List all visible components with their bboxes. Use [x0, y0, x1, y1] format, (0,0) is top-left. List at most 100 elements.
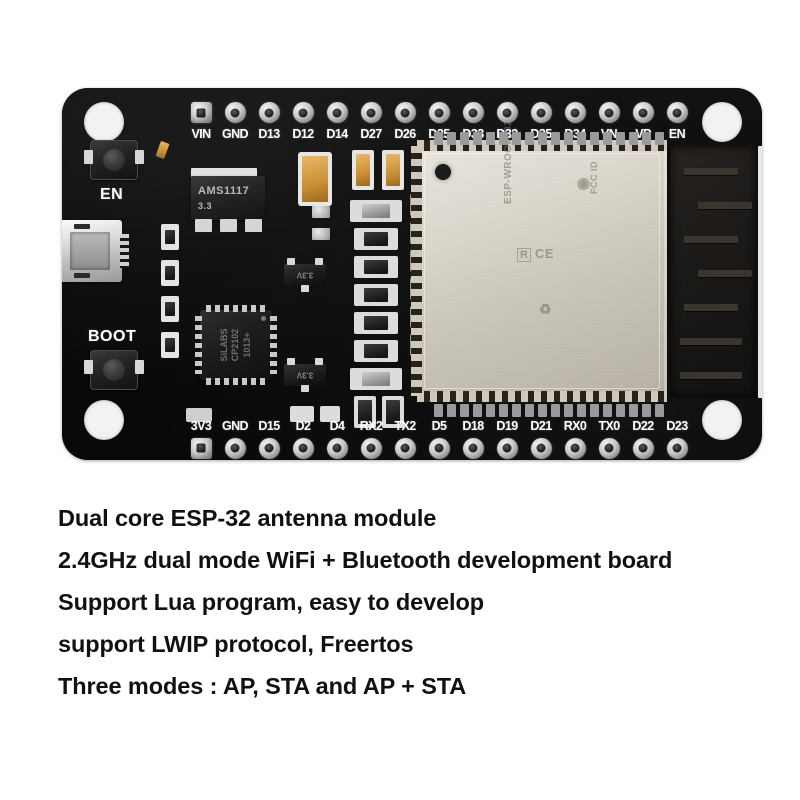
pin-d27[interactable]: D27: [354, 102, 388, 141]
pin-en[interactable]: EN: [660, 102, 694, 141]
bottom-cap-pad-3: [186, 408, 212, 422]
pin-label: RX0: [563, 419, 587, 433]
pin-d14[interactable]: D14: [320, 102, 354, 141]
pin-tx0[interactable]: TX0: [592, 420, 626, 459]
pin-gnd-bottom[interactable]: GND: [218, 420, 252, 459]
pad-icon[interactable]: [666, 102, 688, 123]
pad-icon[interactable]: [530, 437, 552, 459]
status-led: [312, 228, 330, 240]
module-castellations-top: [417, 140, 667, 151]
pad-icon[interactable]: [326, 102, 348, 123]
pad-icon[interactable]: [326, 437, 348, 459]
pad-icon[interactable]: [530, 102, 552, 123]
pad-icon[interactable]: [428, 102, 450, 123]
resistor-5: [364, 316, 388, 330]
pad-icon[interactable]: [292, 102, 314, 123]
description-line-2: 2.4GHz dual mode WiFi + Bluetooth develo…: [58, 547, 673, 573]
pin-label: D13: [258, 127, 280, 141]
pad-icon[interactable]: [360, 437, 382, 459]
solder-pad: [603, 132, 612, 145]
bottom-pin-header[interactable]: 3V3 GND D15 D2 D4 RX2 TX2 D5 D18 D19 D21…: [184, 420, 694, 459]
pin-vin[interactable]: VIN: [184, 102, 218, 141]
left-component-4: [165, 338, 175, 352]
pad-icon[interactable]: [190, 437, 212, 459]
vendor-logo-icon: ◉: [577, 175, 591, 192]
pin-d23[interactable]: D23: [660, 420, 694, 459]
pad-icon[interactable]: [258, 102, 280, 123]
pad-icon[interactable]: [462, 437, 484, 459]
pad-icon[interactable]: [394, 437, 416, 459]
regulator-pin-1: [195, 219, 212, 232]
solder-pad: [486, 132, 495, 145]
pin-d22[interactable]: D22: [626, 420, 660, 459]
pin-label: D14: [326, 127, 348, 141]
pad-icon[interactable]: [632, 437, 654, 459]
solder-pad: [538, 132, 547, 145]
pin-d12[interactable]: D12: [286, 102, 320, 141]
solder-pad: [564, 404, 573, 417]
pin-d4[interactable]: D4: [320, 420, 354, 459]
pin-label: TX2: [394, 419, 416, 433]
solder-pad: [577, 132, 586, 145]
description-line-5: Three modes : AP, STA and AP + STA: [58, 673, 467, 699]
pad-icon[interactable]: [360, 102, 382, 123]
pad-icon[interactable]: [292, 437, 314, 459]
solder-pad: [499, 132, 508, 145]
pad-icon[interactable]: [462, 102, 484, 123]
pad-icon[interactable]: [564, 102, 586, 123]
micro-usb-connector[interactable]: [62, 220, 122, 282]
solder-pad: [551, 404, 560, 417]
qfn-pins-left: [195, 316, 202, 374]
usb-solder-pins: [120, 234, 129, 268]
pad-icon[interactable]: [666, 437, 688, 459]
capacitor-c: [358, 400, 372, 424]
left-component-3: [165, 302, 175, 316]
pin-label: D26: [394, 127, 416, 141]
pin-d19[interactable]: D19: [490, 420, 524, 459]
pad-icon[interactable]: [564, 437, 586, 459]
pad-icon[interactable]: [224, 437, 246, 459]
pin-d18[interactable]: D18: [456, 420, 490, 459]
module-solder-pads-top: [434, 132, 664, 145]
pin-3v3[interactable]: 3V3: [184, 420, 218, 459]
pad-icon[interactable]: [258, 437, 280, 459]
pin-d21[interactable]: D21: [524, 420, 558, 459]
description-line-1: Dual core ESP-32 antenna module: [58, 505, 437, 531]
pin-rx0[interactable]: RX0: [558, 420, 592, 459]
resistor-3: [364, 260, 388, 274]
top-pin-header[interactable]: VIN GND D13 D12 D14 D27 D26 D25 D33 D32 …: [184, 102, 694, 141]
pin-d26[interactable]: D26: [388, 102, 422, 141]
pin-d5[interactable]: D5: [422, 420, 456, 459]
pad-icon[interactable]: [496, 102, 518, 123]
recycle-mark-icon: ♻: [539, 301, 553, 317]
en-button[interactable]: [90, 140, 138, 180]
pad-icon[interactable]: [224, 102, 246, 123]
solder-pad: [577, 404, 586, 417]
pin-d13[interactable]: D13: [252, 102, 286, 141]
solder-pad: [629, 132, 638, 145]
pin-d15[interactable]: D15: [252, 420, 286, 459]
pad-icon[interactable]: [190, 102, 212, 123]
solder-pad: [512, 404, 521, 417]
pin-gnd-top[interactable]: GND: [218, 102, 252, 141]
pin-label: D2: [295, 419, 311, 433]
usb-shield-tab-bottom: [74, 273, 90, 278]
boot-button[interactable]: [90, 350, 138, 390]
pad-icon[interactable]: [394, 102, 416, 123]
pin-label: GND: [222, 127, 249, 141]
solder-pad: [434, 404, 443, 417]
transistor-q1-leg-2: [315, 258, 323, 265]
pin-rx2[interactable]: RX2: [354, 420, 388, 459]
pad-icon[interactable]: [632, 102, 654, 123]
pad-icon[interactable]: [598, 437, 620, 459]
product-description: Dual core ESP-32 antenna module 2.4GHz d…: [58, 497, 788, 707]
pin-d2[interactable]: D2: [286, 420, 320, 459]
solder-pad: [525, 404, 534, 417]
pin-tx2[interactable]: TX2: [388, 420, 422, 459]
bottom-cap-pad-1: [290, 406, 314, 422]
pad-icon[interactable]: [598, 102, 620, 123]
pad-icon[interactable]: [496, 437, 518, 459]
mounting-hole-top-left: [84, 102, 124, 142]
pad-icon[interactable]: [428, 437, 450, 459]
transistor-q2-body: [284, 364, 326, 386]
